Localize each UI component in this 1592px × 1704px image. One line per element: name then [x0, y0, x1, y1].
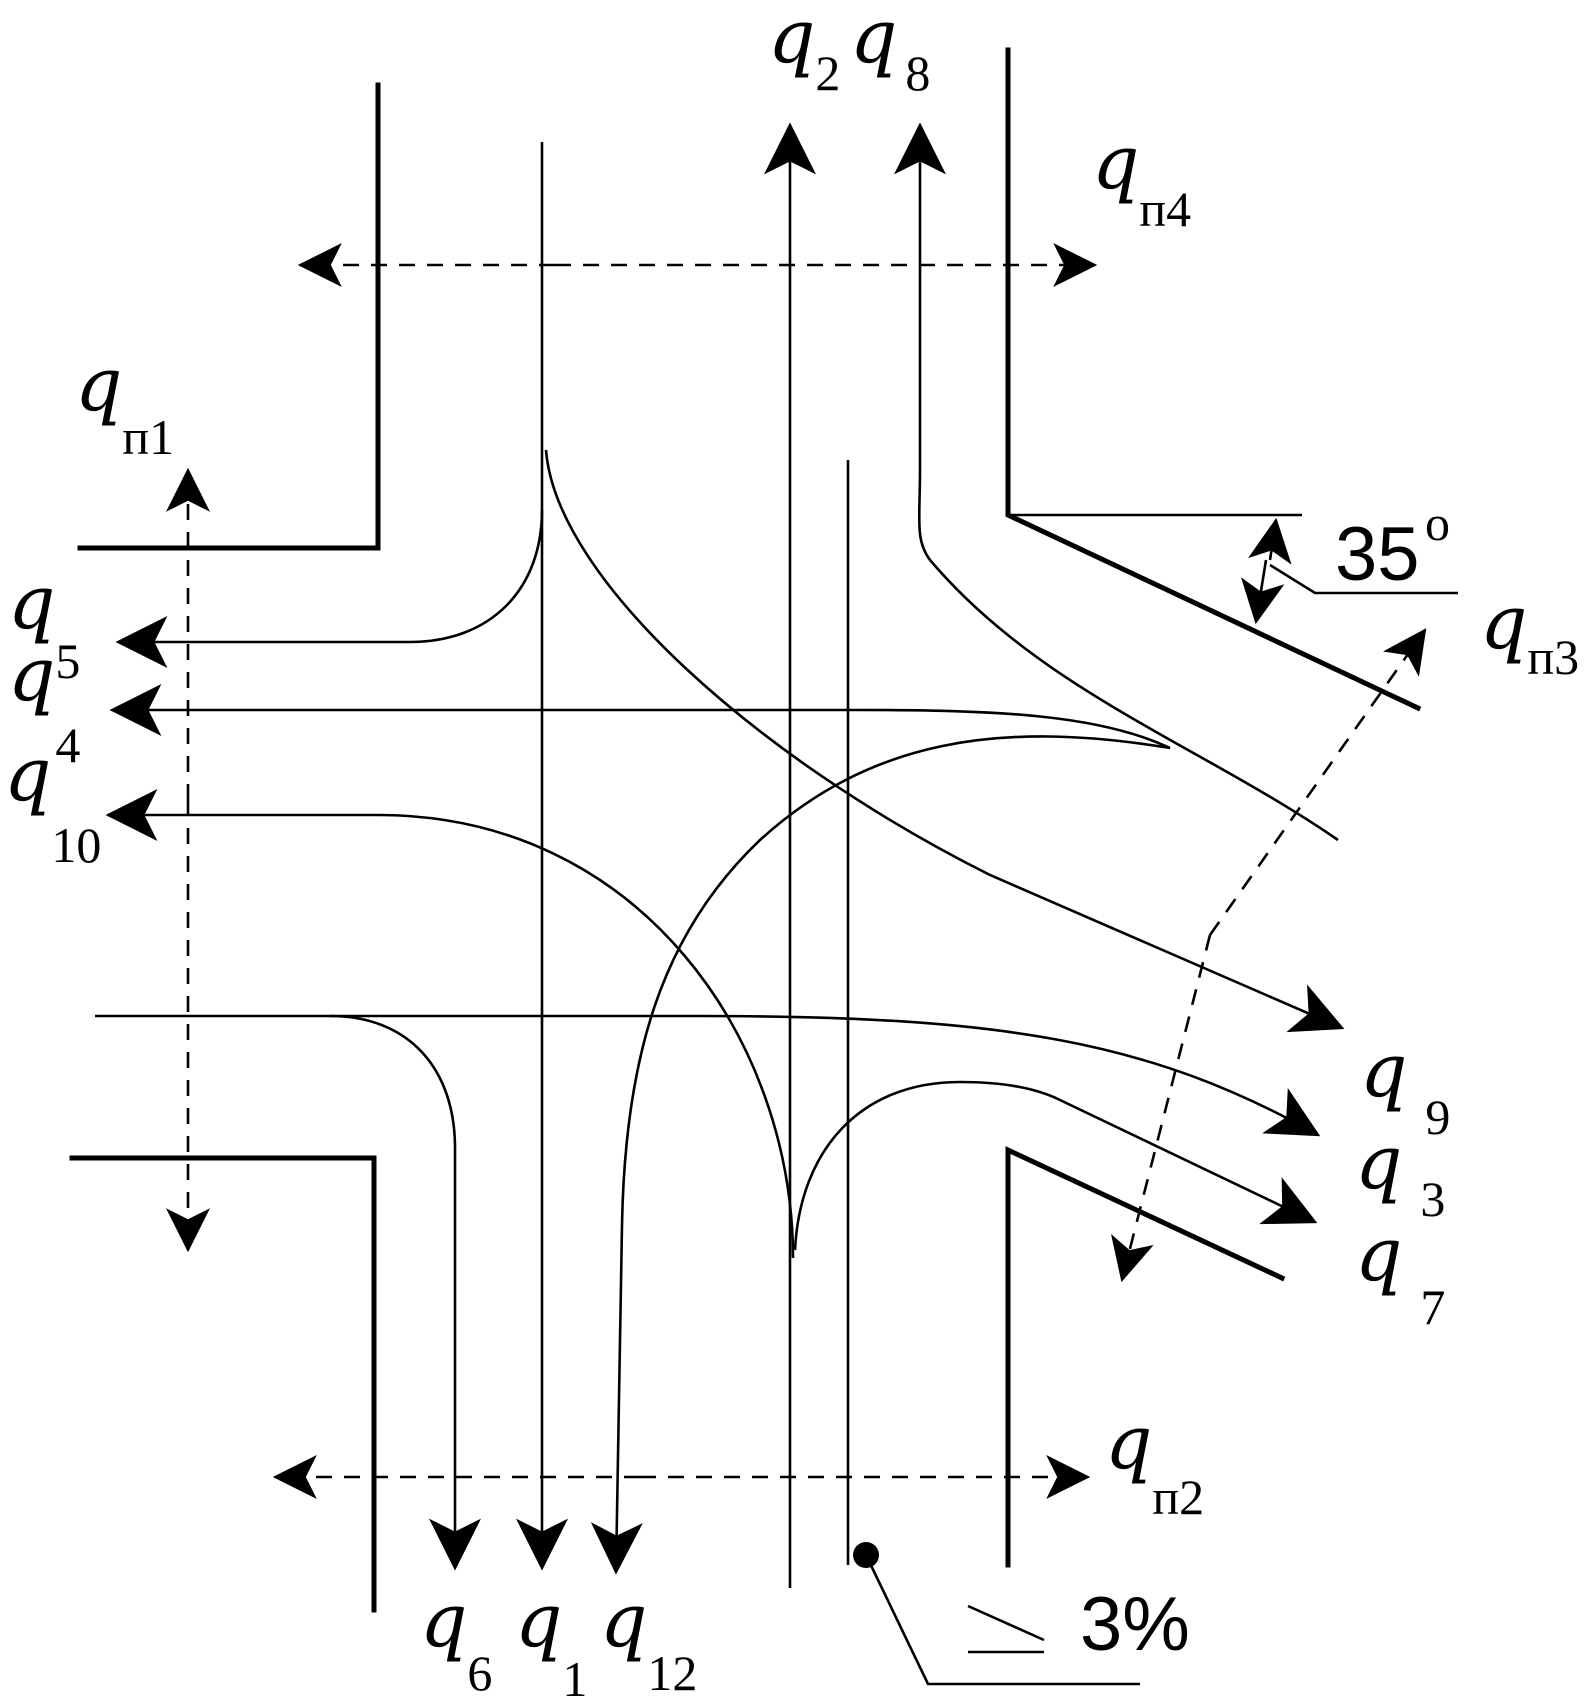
- label-q4: q4: [8, 632, 80, 773]
- flow-line-q3: [793, 1080, 1318, 1251]
- angle-arc-arrow-down: [1240, 559, 1285, 625]
- slope-ge-symbol-top: [967, 1604, 1045, 1642]
- label-qp2: qп2: [1105, 1400, 1204, 1525]
- label-q10: q10: [4, 732, 101, 873]
- turning-flows: [95, 122, 1345, 1575]
- label-q1: q1: [515, 1578, 587, 1704]
- angle-arc-arrow-up: [1248, 517, 1292, 565]
- label-q5: q5: [8, 560, 80, 689]
- slope-leader-line: [864, 1554, 1140, 1686]
- slope-value: 3%: [1080, 1582, 1190, 1667]
- label-q2: q2: [768, 0, 840, 101]
- curb-top-right: [1005, 47, 1422, 712]
- flow-line-q7-long: [544, 449, 1345, 1033]
- ped-crossing-p3-down: [1111, 934, 1212, 1283]
- label-q9: q9: [1360, 1028, 1450, 1145]
- label-qp3: qп3: [1480, 580, 1579, 685]
- curb-bottom-left: [69, 1155, 377, 1613]
- curb-top-left: [77, 82, 381, 551]
- flow-line-q5: [115, 509, 544, 668]
- flow-line-q6: [329, 1014, 481, 1571]
- label-q12: q12: [600, 1578, 697, 1701]
- angle-leader-line: [1269, 563, 1458, 595]
- road-edges: [69, 47, 1422, 1613]
- flow-line-q12: [590, 735, 1171, 1575]
- curb-bottom-right: [1005, 1146, 1286, 1568]
- pedestrian-crossings: [166, 243, 1427, 1499]
- angle-value: 35: [1335, 512, 1420, 597]
- ped-crossing-p3-up: [1208, 628, 1427, 936]
- label-qp1: qп1: [75, 342, 174, 465]
- label-q7: q7: [1355, 1212, 1445, 1335]
- label-qp4: qп4: [1092, 120, 1191, 237]
- flow-line-q10: [105, 789, 795, 1259]
- angle-annotation: 35 o: [1008, 495, 1458, 625]
- flow-line-q9: [95, 1014, 1321, 1137]
- slope-annotation: 3%: [853, 1542, 1190, 1686]
- flow-line-q4: [109, 684, 1171, 750]
- flow-line-q8-curve: [894, 122, 1339, 842]
- angle-degree-mark: o: [1425, 495, 1450, 551]
- label-q6: q6: [420, 1578, 492, 1701]
- straight-lines: [516, 122, 850, 1588]
